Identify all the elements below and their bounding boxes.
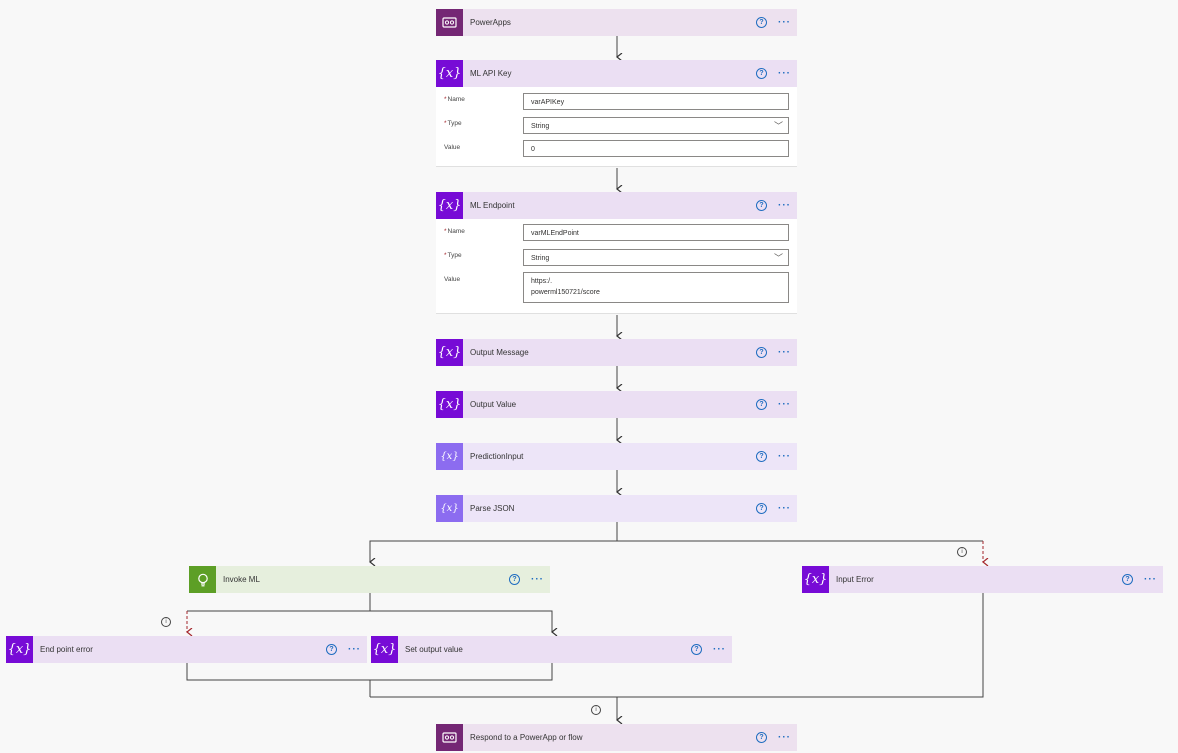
- powerapps-icon: [436, 9, 463, 36]
- branch-parse-split: [370, 522, 618, 562]
- more-options-icon[interactable]: ···: [778, 17, 791, 28]
- chevron-down-icon: ﹀: [773, 121, 783, 131]
- type-select[interactable]: String ﹀: [523, 117, 789, 134]
- step-set-output-value[interactable]: {x} Set output value ? ···: [371, 636, 732, 663]
- value-label: Value: [444, 276, 461, 283]
- step-title: ML API Key: [470, 69, 512, 78]
- step-title: Input Error: [836, 575, 874, 584]
- value-line: https:/.: [531, 278, 553, 285]
- help-icon[interactable]: ?: [756, 503, 767, 514]
- variable-icon: {x}: [436, 60, 463, 87]
- variable-icon: {x}: [436, 339, 463, 366]
- more-options-icon[interactable]: ···: [778, 732, 791, 743]
- help-icon[interactable]: ?: [691, 644, 702, 655]
- more-options-icon[interactable]: ···: [713, 644, 726, 655]
- name-label: *Name: [444, 228, 465, 235]
- help-icon[interactable]: ?: [326, 644, 337, 655]
- name-input[interactable]: varAPIKey: [523, 93, 789, 110]
- step-output-value[interactable]: {x} Output Value ? ···: [436, 391, 797, 418]
- help-icon[interactable]: ?: [756, 451, 767, 462]
- step-ml-api-key-body: *Name varAPIKey *Type String ﹀ Value 0: [436, 87, 797, 167]
- name-label: *Name: [444, 96, 465, 103]
- step-end-point-error[interactable]: {x} End point error ? ···: [6, 636, 367, 663]
- step-title: Output Message: [470, 348, 529, 357]
- step-powerapps[interactable]: PowerApps ? ···: [436, 9, 797, 36]
- help-icon[interactable]: ?: [756, 732, 767, 743]
- step-ml-endpoint-body: *Name varMLEndPoint *Type String ﹀ Value…: [436, 219, 797, 314]
- step-invoke-ml[interactable]: Invoke ML ? ···: [189, 566, 550, 593]
- variable-icon: {x}: [371, 636, 398, 663]
- step-ml-api-key[interactable]: {x} ML API Key ? ···: [436, 60, 797, 87]
- step-output-message[interactable]: {x} Output Message ? ···: [436, 339, 797, 366]
- help-icon[interactable]: ?: [756, 68, 767, 79]
- help-icon[interactable]: ?: [756, 399, 767, 410]
- variable-icon: {x}: [6, 636, 33, 663]
- variable-icon: {x}: [436, 391, 463, 418]
- step-title: Parse JSON: [470, 504, 515, 513]
- step-ml-endpoint[interactable]: {x} ML Endpoint ? ···: [436, 192, 797, 219]
- type-select[interactable]: String ﹀: [523, 249, 789, 266]
- run-after-info-icon[interactable]: i: [161, 617, 171, 627]
- variable-icon: {x}: [436, 192, 463, 219]
- help-icon[interactable]: ?: [509, 574, 520, 585]
- type-label: *Type: [444, 120, 462, 127]
- run-after-info-icon[interactable]: i: [957, 547, 967, 557]
- join-lines: [186, 662, 553, 681]
- chevron-down-icon: ﹀: [773, 253, 783, 263]
- more-options-icon[interactable]: ···: [778, 347, 791, 358]
- value-input[interactable]: https:/. powerml150721/score: [523, 272, 789, 303]
- value-input[interactable]: 0: [523, 140, 789, 157]
- more-options-icon[interactable]: ···: [778, 399, 791, 410]
- more-options-icon[interactable]: ···: [778, 200, 791, 211]
- more-options-icon[interactable]: ···: [531, 574, 544, 585]
- value-label: Value: [444, 144, 461, 151]
- more-options-icon[interactable]: ···: [348, 644, 361, 655]
- step-title: Respond to a PowerApp or flow: [470, 733, 583, 742]
- step-parse-json[interactable]: {x} Parse JSON ? ···: [436, 495, 797, 522]
- step-respond[interactable]: Respond to a PowerApp or flow ? ···: [436, 724, 797, 751]
- type-select-value: String: [531, 123, 550, 130]
- more-options-icon[interactable]: ···: [778, 503, 791, 514]
- more-options-icon[interactable]: ···: [778, 451, 791, 462]
- parse-json-icon: {x}: [436, 495, 463, 522]
- value-line: powerml150721/score: [531, 289, 600, 296]
- branch-invoke-split: [369, 593, 552, 632]
- more-options-icon[interactable]: ···: [778, 68, 791, 79]
- step-title: Invoke ML: [223, 575, 260, 584]
- help-icon[interactable]: ?: [756, 17, 767, 28]
- step-input-error[interactable]: {x} Input Error ? ···: [802, 566, 1163, 593]
- compose-icon: {x}: [436, 443, 463, 470]
- powerapps-icon: [436, 724, 463, 751]
- help-icon[interactable]: ?: [1122, 574, 1133, 585]
- step-prediction-input[interactable]: {x} PredictionInput ? ···: [436, 443, 797, 470]
- variable-icon: {x}: [802, 566, 829, 593]
- step-title: PowerApps: [470, 18, 511, 27]
- type-label: *Type: [444, 252, 462, 259]
- help-icon[interactable]: ?: [756, 200, 767, 211]
- step-title: Set output value: [405, 645, 463, 654]
- lightbulb-icon: [189, 566, 216, 593]
- step-title: End point error: [40, 645, 93, 654]
- type-select-value: String: [531, 255, 550, 262]
- run-after-info-icon[interactable]: i: [591, 705, 601, 715]
- step-title: ML Endpoint: [470, 201, 515, 210]
- more-options-icon[interactable]: ···: [1144, 574, 1157, 585]
- step-title: Output Value: [470, 400, 517, 409]
- name-input[interactable]: varMLEndPoint: [523, 224, 789, 241]
- help-icon[interactable]: ?: [756, 347, 767, 358]
- step-title: PredictionInput: [470, 452, 524, 461]
